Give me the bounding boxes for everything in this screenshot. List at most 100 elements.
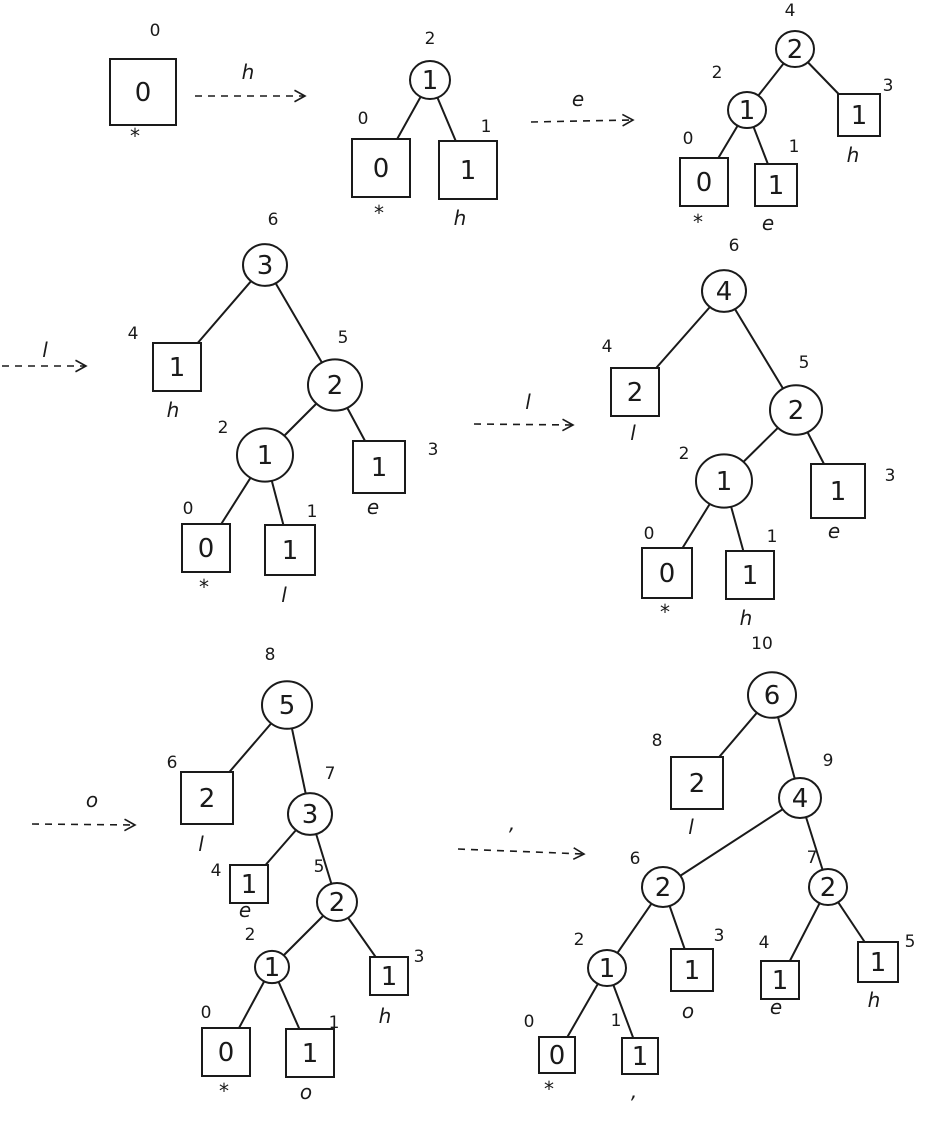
leaf-symbol: o — [682, 999, 694, 1023]
internal-node: 36 — [242, 210, 288, 287]
internal-circle — [254, 949, 290, 985]
node-order: 8 — [265, 645, 276, 665]
node-weight: 4 — [792, 784, 809, 814]
leaf-node: 11h — [725, 527, 778, 630]
node-order: 4 — [128, 324, 139, 344]
node-weight: 1 — [599, 954, 616, 984]
node-order: 2 — [218, 418, 229, 438]
leaf-box — [670, 756, 724, 810]
node-order: 1 — [329, 1013, 340, 1033]
leaf-symbol: * — [374, 201, 384, 225]
node-weight: 1 — [241, 870, 258, 900]
node-weight: 0 — [373, 154, 390, 184]
node-weight: 3 — [302, 800, 319, 830]
leaf-symbol: h — [167, 398, 180, 422]
leaf-symbol: * — [199, 575, 209, 599]
leaf-box — [152, 342, 202, 392]
node-order: 4 — [602, 337, 613, 357]
node-weight: 1 — [169, 353, 186, 383]
leaf-symbol: * — [130, 124, 140, 148]
node-weight: 6 — [764, 681, 781, 711]
node-order: 3 — [414, 947, 425, 967]
internal-circle — [701, 269, 747, 313]
node-order: 5 — [905, 932, 916, 952]
node-order: 1 — [307, 502, 318, 522]
node-weight: 0 — [198, 534, 215, 564]
leaf-symbol: * — [693, 210, 703, 234]
node-order: 2 — [574, 930, 585, 950]
leaf-node: 00* — [109, 21, 177, 148]
transition-arrow: l — [2, 338, 88, 373]
node-weight: 1 — [870, 948, 887, 978]
node-order: 6 — [167, 753, 178, 773]
leaf-node: 15h — [857, 932, 916, 1012]
node-weight: 2 — [655, 873, 672, 903]
node-order: 5 — [338, 328, 349, 348]
internal-node: 49 — [778, 751, 833, 819]
node-order: 1 — [767, 527, 778, 547]
leaf-symbol: * — [544, 1077, 554, 1101]
tree-nodes: 00*1200*11h241213h00*11e3614h251213e00*1… — [109, 1, 916, 1104]
internal-circle — [236, 427, 294, 483]
internal-circle — [778, 777, 822, 819]
leaf-box — [438, 140, 498, 200]
transition-symbol: l — [42, 338, 48, 362]
leaf-box — [760, 960, 800, 1000]
leaf-symbol: e — [762, 211, 774, 235]
transition-symbol: h — [242, 60, 255, 84]
node-order: 3 — [885, 466, 896, 486]
leaf-box — [679, 157, 729, 207]
node-weight: 2 — [329, 888, 346, 918]
transition-arrow: h — [195, 60, 307, 103]
leaf-symbol: * — [660, 600, 670, 624]
node-order: 8 — [652, 731, 663, 751]
internal-circle — [808, 867, 848, 907]
node-order: 7 — [325, 764, 336, 784]
internal-node: 46 — [701, 236, 747, 313]
node-weight: 1 — [632, 1042, 649, 1072]
leaf-box — [180, 771, 234, 825]
node-weight: 1 — [742, 561, 759, 591]
internal-node: 25 — [307, 328, 363, 412]
node-weight: 2 — [627, 378, 644, 408]
node-weight: 2 — [327, 371, 344, 401]
leaf-symbol: l — [281, 583, 287, 607]
internal-node: 25 — [314, 857, 358, 922]
leaf-symbol: h — [847, 143, 860, 167]
leaf-box — [229, 864, 269, 904]
node-order: 3 — [714, 926, 725, 946]
leaf-symbol: h — [454, 206, 467, 230]
node-weight: 0 — [696, 168, 713, 198]
node-order: 4 — [759, 933, 770, 953]
node-order: 2 — [425, 29, 436, 49]
node-weight: 1 — [302, 1039, 319, 1069]
node-order: 5 — [799, 353, 810, 373]
leaf-node: 28l — [652, 731, 724, 839]
leaf-node: 11, — [611, 1011, 659, 1103]
leaf-symbol: l — [630, 421, 636, 445]
internal-node: 12 — [218, 418, 294, 483]
transition-arrow: l — [473, 390, 575, 432]
leaf-symbol: l — [198, 832, 204, 856]
internal-circle — [747, 671, 797, 719]
leaf-symbol: , — [631, 1079, 637, 1103]
leaf-box — [285, 1028, 335, 1078]
node-weight: 2 — [199, 784, 216, 814]
node-weight: 4 — [716, 277, 733, 307]
node-order: 1 — [611, 1011, 622, 1031]
internal-node: 58 — [261, 645, 313, 730]
node-weight: 1 — [851, 101, 868, 131]
leaf-node: 2 6 l — [167, 753, 234, 856]
leaf-box — [641, 547, 693, 599]
node-weight: 0 — [135, 78, 152, 108]
node-order: 0 — [524, 1012, 535, 1032]
leaf-symbol: * — [219, 1079, 229, 1103]
node-weight: 0 — [218, 1038, 235, 1068]
node-weight: 1 — [282, 536, 299, 566]
transition-symbol: , — [509, 811, 515, 835]
leaf-box — [857, 941, 899, 983]
leaf-node: 13e — [352, 440, 438, 519]
node-order: 7 — [807, 848, 818, 868]
node-weight: 1 — [830, 477, 847, 507]
leaf-node: 00* — [641, 524, 693, 624]
